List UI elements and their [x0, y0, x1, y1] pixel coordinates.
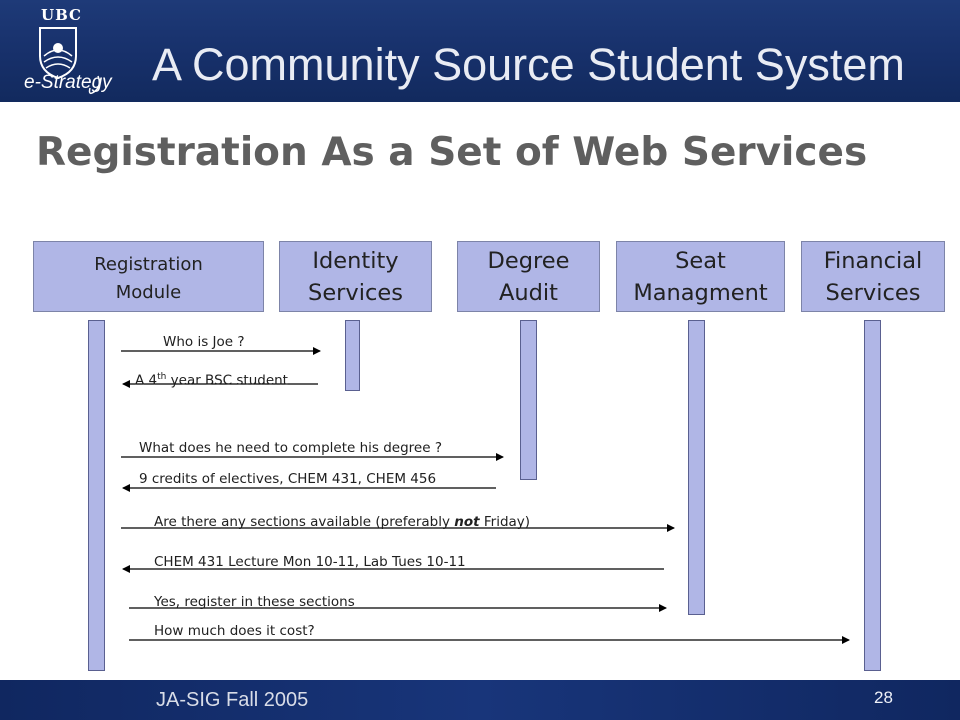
- logo-subtitle: e-Strategy: [24, 72, 112, 93]
- lifeline-identity-services: [345, 320, 360, 391]
- message-credits-response: 9 credits of electives, CHEM 431, CHEM 4…: [139, 471, 437, 487]
- message-what-does-he-need: What does he need to complete his degree…: [139, 440, 442, 456]
- header-banner: [0, 0, 960, 102]
- lifeline-financial-services: [864, 320, 881, 671]
- footer-bar: [0, 680, 960, 720]
- actor-financial-services: Financial Services: [801, 241, 945, 312]
- message-sections-available: Are there any sections available (prefer…: [154, 514, 530, 530]
- footer-event: JA-SIG Fall 2005: [156, 689, 309, 711]
- actor-identity-services: Identity Services: [279, 241, 432, 312]
- actor-seat-management: Seat Managment: [616, 241, 785, 312]
- message-text: Are there any sections available (prefer…: [154, 514, 455, 530]
- message-emphasis: not: [454, 514, 480, 530]
- logo-text: UBC: [41, 6, 82, 24]
- actor-label: Registration Module: [94, 253, 203, 303]
- lifeline-seat-management: [688, 320, 705, 615]
- message-text: year BSC student: [166, 372, 288, 389]
- lifeline-degree-audit: [520, 320, 537, 480]
- slide-title: Registration As a Set of Web Services: [36, 130, 868, 175]
- ubc-crest-icon: [39, 27, 101, 95]
- message-4th-year-student: A 4th year BSC student: [135, 369, 288, 389]
- message-text: Friday): [479, 514, 531, 530]
- message-text: A 4: [135, 372, 158, 389]
- message-who-is-joe: Who is Joe ?: [163, 334, 245, 350]
- message-chem-lecture: CHEM 431 Lecture Mon 10-11, Lab Tues 10-…: [154, 554, 466, 570]
- page-number: 28: [874, 688, 893, 707]
- actor-label: Financial Services: [823, 247, 923, 306]
- actor-label: Identity Services: [308, 247, 403, 306]
- message-cost: How much does it cost?: [154, 623, 315, 639]
- message-register: Yes, register in these sections: [154, 594, 355, 610]
- banner-title: A Community Source Student System: [152, 39, 905, 90]
- actor-label: Seat Managment: [633, 247, 768, 306]
- message-superscript: th: [157, 372, 167, 382]
- lifeline-registration-module: [88, 320, 105, 671]
- actor-label: Degree Audit: [487, 247, 570, 306]
- actor-degree-audit: Degree Audit: [457, 241, 600, 312]
- actor-registration-module: Registration Module: [33, 241, 264, 312]
